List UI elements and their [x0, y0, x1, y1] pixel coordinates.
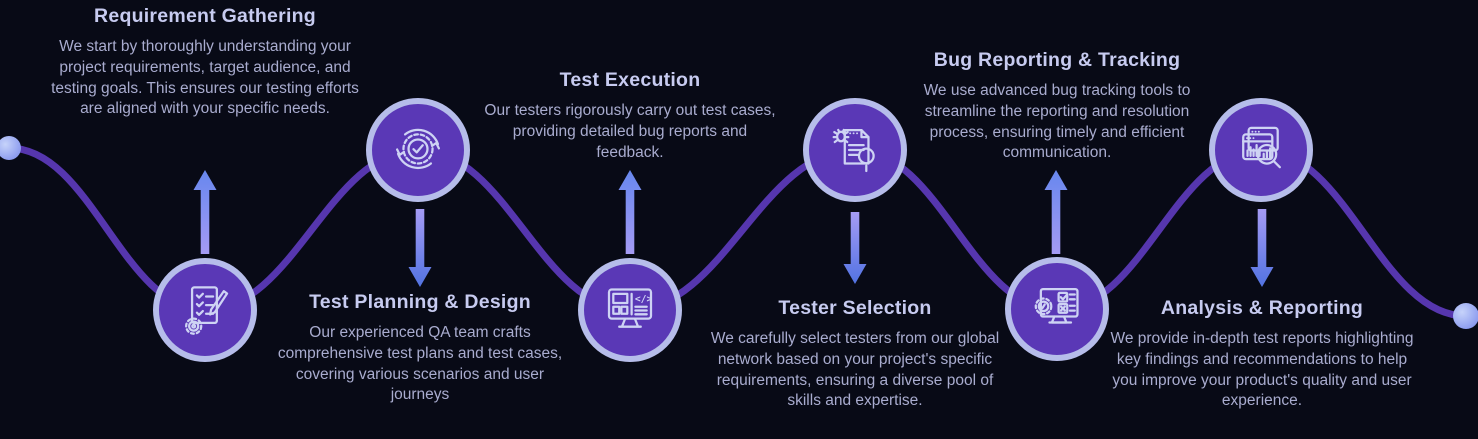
step-1-text-block: Requirement Gathering We start by thorou…: [50, 5, 360, 120]
step-4-description: We carefully select testers from our glo…: [710, 330, 1000, 410]
step-3-title: Test Execution: [559, 69, 701, 91]
checklist-pencil-gear-icon: [185, 286, 229, 335]
analytics-magnifier-icon: [1242, 126, 1281, 169]
monitor-checklist-gear-icon: [1034, 287, 1079, 324]
step-3-description: Our testers rigorously carry out test ca…: [484, 102, 776, 161]
step-3-up-arrow-icon: [618, 170, 642, 254]
gear-check-sync-icon: [395, 128, 441, 170]
step-2-description: Our experienced QA team crafts comprehen…: [277, 324, 563, 404]
step-5-up-arrow-icon: [1044, 170, 1068, 254]
step-4-text-block: Tester Selection We carefully select tes…: [701, 297, 1009, 412]
step-6-text-block: Analysis & Reporting We provide in-depth…: [1107, 297, 1417, 412]
step-5-description: We use advanced bug tracking tools to st…: [923, 82, 1191, 162]
step-3-text-block: Test Execution Our testers rigorously ca…: [478, 69, 782, 163]
step-6-title: Analysis & Reporting: [1160, 297, 1364, 319]
code-monitor-icon: </>: [607, 288, 653, 328]
step-5-node: [1005, 257, 1109, 361]
step-2-node: [366, 98, 470, 202]
step-1-description: We start by thoroughly understanding you…: [51, 38, 359, 118]
step-6-description: We provide in-depth test reports highlig…: [1110, 330, 1414, 410]
step-4-node: [803, 98, 907, 202]
wave-end-dot: [1453, 303, 1478, 329]
step-4-down-arrow-icon: [843, 212, 867, 284]
svg-text:</>: </>: [635, 294, 653, 305]
bug-document-magnifier-icon: [832, 128, 875, 173]
step-4-title: Tester Selection: [778, 297, 932, 319]
step-1-node: [153, 258, 257, 362]
step-6-down-arrow-icon: [1250, 209, 1274, 287]
step-1-title: Requirement Gathering: [94, 5, 316, 27]
step-2-title: Test Planning & Design: [309, 291, 531, 313]
step-3-node: </>: [578, 258, 682, 362]
step-2-down-arrow-icon: [408, 209, 432, 287]
wave-start-dot: [0, 136, 21, 160]
step-5-title: Bug Reporting & Tracking: [933, 49, 1181, 71]
step-5-text-block: Bug Reporting & Tracking We use advanced…: [898, 49, 1216, 164]
step-2-text-block: Test Planning & Design Our experienced Q…: [265, 291, 575, 406]
step-1-up-arrow-icon: [193, 170, 217, 254]
step-6-node: [1209, 98, 1313, 202]
